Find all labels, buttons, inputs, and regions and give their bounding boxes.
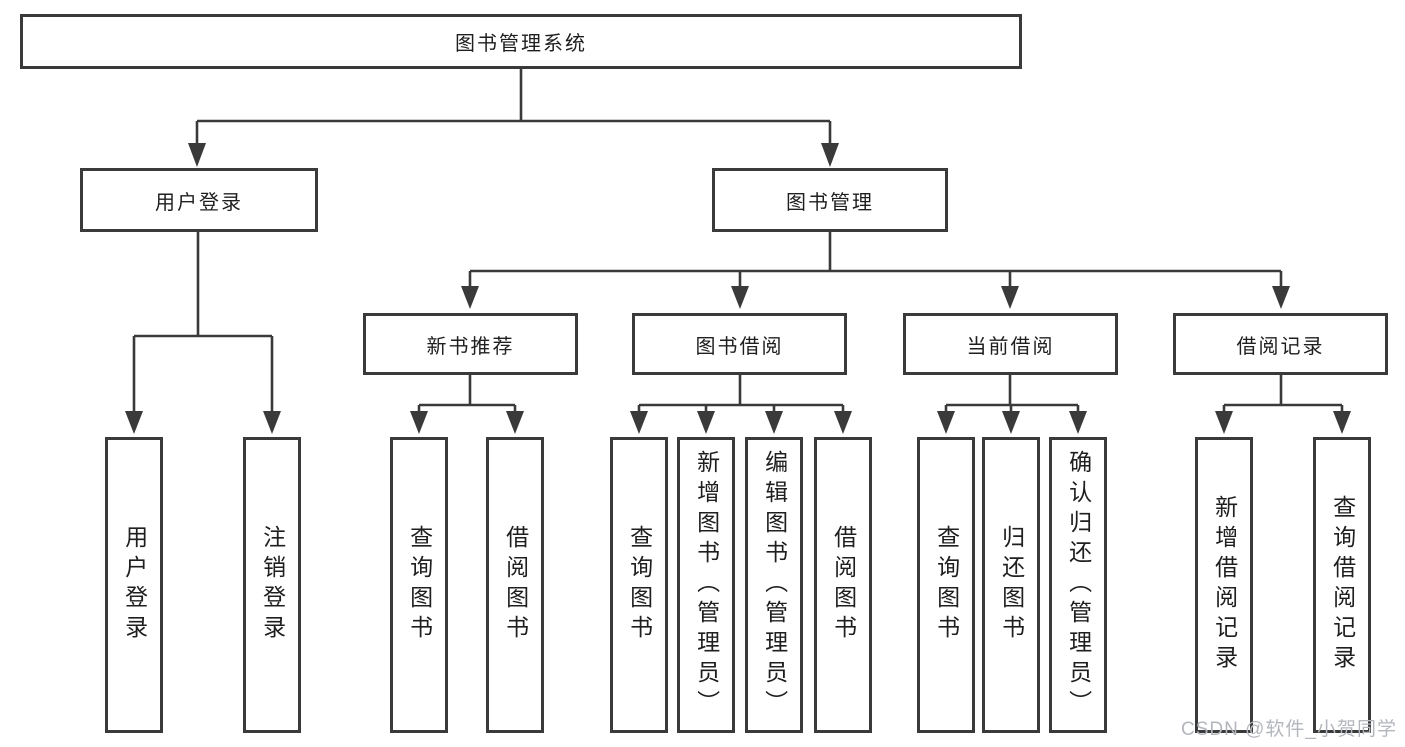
- node-current-borrow: 当前借阅: [903, 313, 1118, 375]
- node-new-books: 新书推荐: [363, 313, 578, 375]
- leaf-current-query: 查询图书: [917, 437, 975, 733]
- arrowhead-records-add: [1215, 411, 1233, 434]
- leaf-borrow-add: 新增图书（管理员）: [677, 437, 735, 733]
- arrowhead-new-books-query: [410, 411, 428, 434]
- leaf-borrow-edit: 编辑图书（管理员）: [745, 437, 803, 733]
- node-book-borrow: 图书借阅: [632, 313, 847, 375]
- arrowhead-current-return: [1002, 411, 1020, 434]
- leaf-user-login: 用户登录: [105, 437, 163, 733]
- leaf-borrow-add-label: 新增图书（管理员）: [693, 450, 720, 720]
- leaf-borrow-query: 查询图书: [610, 437, 668, 733]
- leaf-new-books-borrow-label: 借阅图书: [502, 525, 529, 645]
- connector-root-split: [195, 69, 832, 146]
- leaf-borrow-edit-label: 编辑图书（管理员）: [761, 450, 788, 720]
- leaf-new-books-query-label: 查询图书: [406, 525, 433, 645]
- leaf-records-query-label: 查询借阅记录: [1329, 495, 1356, 675]
- leaf-current-confirm: 确认归还（管理员）: [1049, 437, 1107, 733]
- arrowhead-leaf-logout: [263, 411, 281, 434]
- node-borrow-records: 借阅记录: [1173, 313, 1388, 375]
- arrowhead-user-login: [188, 143, 206, 167]
- arrowhead-leaf-user-login: [125, 411, 143, 434]
- arrowhead-book-borrow: [731, 286, 749, 309]
- arrowhead-borrow-add: [697, 411, 715, 434]
- leaf-current-return: 归还图书: [982, 437, 1040, 733]
- node-book-borrow-label: 图书借阅: [695, 335, 784, 358]
- node-book-management-label: 图书管理: [786, 191, 874, 214]
- node-user-login: 用户登录: [80, 168, 318, 232]
- arrowhead-borrow-query: [630, 411, 648, 434]
- connector-new-books-split: [417, 375, 517, 413]
- leaf-current-query-label: 查询图书: [933, 525, 960, 645]
- leaf-current-return-label: 归还图书: [998, 525, 1025, 645]
- leaf-logout: 注销登录: [243, 437, 301, 733]
- node-book-management: 图书管理: [712, 168, 948, 232]
- node-borrow-records-label: 借阅记录: [1236, 335, 1325, 358]
- connector-book-borrow-split: [637, 375, 845, 413]
- csdn-watermark: CSDN @软件_小贺同学: [1181, 719, 1397, 740]
- leaf-logout-label: 注销登录: [259, 525, 286, 645]
- node-new-books-label: 新书推荐: [426, 335, 515, 358]
- arrowhead-current-confirm: [1069, 411, 1087, 434]
- leaf-records-add-label: 新增借阅记录: [1211, 495, 1238, 675]
- node-root: 图书管理系统: [20, 14, 1022, 69]
- arrowhead-book-management: [821, 143, 839, 167]
- arrowhead-current-borrow: [1001, 286, 1019, 309]
- leaf-borrow-borrow: 借阅图书: [814, 437, 872, 733]
- leaf-borrow-query-label: 查询图书: [626, 525, 653, 645]
- node-current-borrow-label: 当前借阅: [966, 335, 1055, 358]
- connector-user-login-split: [132, 232, 274, 413]
- arrowhead-borrow-borrow: [834, 411, 852, 434]
- connector-current-borrow-split: [944, 375, 1080, 413]
- leaf-current-confirm-label: 确认归还（管理员）: [1065, 450, 1092, 720]
- connector-borrow-records-split: [1222, 375, 1344, 413]
- arrowhead-records-query: [1333, 411, 1351, 434]
- leaf-new-books-query: 查询图书: [390, 437, 448, 733]
- arrowhead-current-query: [937, 411, 955, 434]
- arrowhead-new-books: [461, 286, 479, 309]
- arrowhead-borrow-records: [1272, 286, 1290, 309]
- leaf-new-books-borrow: 借阅图书: [486, 437, 544, 733]
- leaf-borrow-borrow-label: 借阅图书: [830, 525, 857, 645]
- leaf-records-query: 查询借阅记录: [1313, 437, 1371, 733]
- arrowhead-new-books-borrow: [506, 411, 524, 434]
- node-user-login-label: 用户登录: [155, 191, 243, 214]
- connector-book-management-split: [468, 232, 1283, 289]
- leaf-user-login-label: 用户登录: [121, 525, 148, 645]
- arrowhead-borrow-edit: [765, 411, 783, 434]
- node-root-label: 图书管理系统: [455, 33, 587, 55]
- leaf-records-add: 新增借阅记录: [1195, 437, 1253, 733]
